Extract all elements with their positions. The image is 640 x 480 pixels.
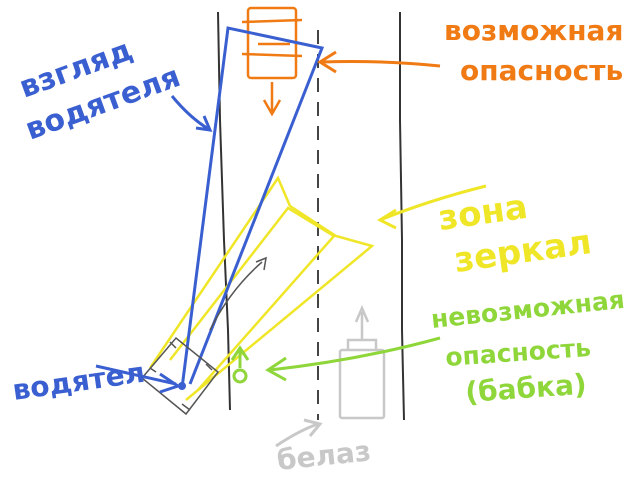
road-right-edge <box>399 12 405 421</box>
label-driver: водятел <box>10 356 147 407</box>
oncoming-car-arrow <box>262 82 282 117</box>
mirror-pointer-arrow <box>376 184 487 230</box>
road-left-edge <box>217 11 231 411</box>
danger-pointer-arrow <box>317 50 441 74</box>
label-possible-danger-1: возможная <box>444 14 623 47</box>
pointer-arrows <box>95 50 487 448</box>
label-possible-danger-2: опасность <box>460 54 623 87</box>
driver-dot <box>178 382 186 390</box>
label-impossible-danger-2: опасность <box>444 333 591 372</box>
label-impossible-danger-3: (бабка) <box>464 368 588 409</box>
label-impossible-danger-1: невозможная <box>430 285 626 334</box>
belaz-truck <box>338 304 386 420</box>
oncoming-car <box>241 6 303 117</box>
belaz-pointer-arrow <box>275 418 323 448</box>
driver-car <box>140 256 267 416</box>
gaze-lines <box>180 26 325 389</box>
driver-pointer-arrow <box>95 364 182 394</box>
gaze-pointer-arrow <box>170 95 213 132</box>
pedestrian-pointer-arrow <box>265 336 441 382</box>
label-belaz: белаз <box>275 434 372 477</box>
pedestrian <box>230 345 250 384</box>
